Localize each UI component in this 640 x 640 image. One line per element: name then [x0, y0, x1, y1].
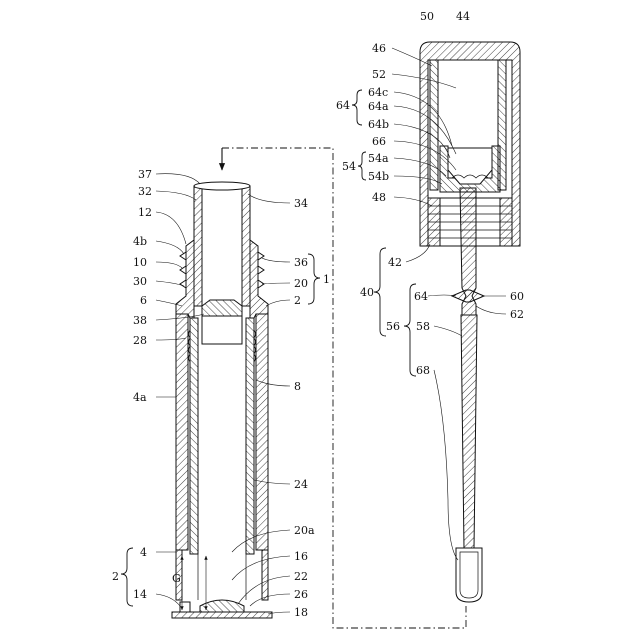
tube-wall-left: [194, 186, 202, 306]
label-52: 52: [372, 68, 386, 81]
label-42: 42: [388, 256, 402, 269]
label-64: 64: [336, 99, 350, 112]
label-2: 2: [294, 294, 301, 307]
neck-threads-left: [180, 252, 186, 288]
label-62: 62: [510, 308, 524, 321]
label-10: 10: [133, 256, 147, 269]
neck-left: [176, 240, 194, 318]
inner-bottom-walls: [198, 554, 246, 600]
label-56: 56: [386, 320, 400, 333]
label-64-right: 64: [414, 290, 428, 303]
label-68: 68: [416, 364, 430, 377]
label-16: 16: [294, 550, 308, 563]
neck-threads-right: [258, 252, 264, 288]
brace-2: [121, 548, 133, 606]
inner-cylinder-left: [190, 318, 198, 554]
brace-40: [374, 248, 386, 336]
cap-liner-left: [430, 60, 438, 190]
label-54b: 54b: [368, 170, 389, 183]
label-18: 18: [294, 606, 308, 619]
label-22: 22: [294, 570, 308, 583]
label-64b: 64b: [368, 118, 389, 131]
label-2-bottom: 2: [112, 570, 119, 583]
inner-cylinder-right: [246, 318, 254, 554]
label-66: 66: [372, 135, 386, 148]
label-12: 12: [138, 206, 152, 219]
bottom-skirt-right: [262, 550, 268, 600]
base-foot-left: [180, 602, 190, 612]
label-38: 38: [133, 314, 147, 327]
label-28: 28: [133, 334, 147, 347]
brace-64: [352, 90, 362, 125]
outer-wall-left: [176, 314, 188, 550]
label-40: 40: [360, 286, 374, 299]
label-36: 36: [294, 256, 308, 269]
applicator-assembly: [420, 42, 520, 602]
shaft-collar: [452, 290, 484, 302]
brace-1: [308, 254, 320, 304]
label-64c: 64c: [368, 86, 388, 99]
brace-54: [358, 152, 366, 180]
label-G: G: [172, 572, 181, 585]
tube-plug: [202, 300, 242, 316]
neck-right: [250, 240, 268, 318]
label-4b: 4b: [133, 235, 147, 248]
shaft-lower: [461, 315, 477, 548]
label-54a: 54a: [368, 152, 389, 165]
bottom-diaphragm: [200, 600, 244, 612]
label-50: 50: [420, 10, 434, 23]
plug-stem: [202, 316, 242, 344]
label-26: 26: [294, 588, 308, 601]
label-24: 24: [294, 478, 308, 491]
label-4a: 4a: [133, 391, 147, 404]
label-34: 34: [294, 197, 308, 210]
label-6: 6: [140, 294, 147, 307]
label-60: 60: [510, 290, 524, 303]
label-20a: 20a: [294, 524, 315, 537]
label-32: 32: [138, 185, 152, 198]
label-54: 54: [342, 160, 356, 173]
tube-rim: [194, 182, 250, 190]
label-14: 14: [133, 588, 147, 601]
tube-wall-right: [242, 186, 250, 306]
label-64a: 64a: [368, 100, 389, 113]
label-1: 1: [323, 273, 330, 286]
label-44: 44: [456, 10, 470, 23]
label-4: 4: [140, 546, 147, 559]
label-8: 8: [294, 380, 301, 393]
label-58: 58: [416, 320, 430, 333]
label-48: 48: [372, 191, 386, 204]
label-20: 20: [294, 277, 308, 290]
outer-wall-right: [256, 314, 268, 550]
label-37: 37: [138, 168, 152, 181]
container-assembly: [172, 182, 272, 618]
label-30: 30: [133, 275, 147, 288]
base-plate: [172, 612, 272, 618]
label-46: 46: [372, 42, 386, 55]
